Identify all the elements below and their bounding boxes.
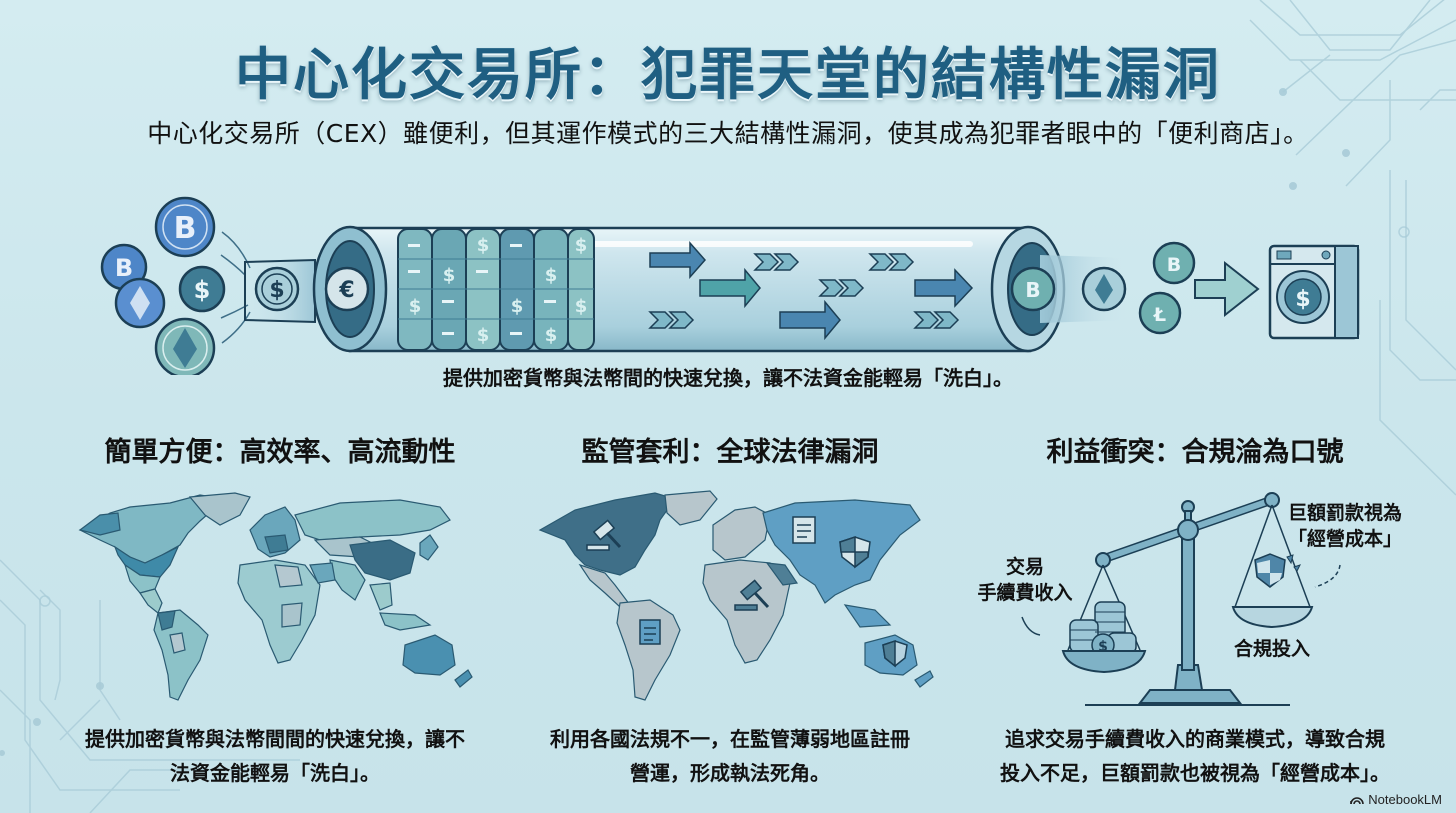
label-line: 手續費收入 — [977, 582, 1073, 604]
dollar-icon: $ — [254, 266, 300, 312]
bitcoin-icon: B — [1152, 241, 1196, 285]
litecoin-icon: Ł — [1138, 291, 1182, 335]
text-line: 提供加密貨幣與法幣間間的快速兌換，讓不 — [85, 727, 465, 751]
text-line: 追求交易手續費收入的商業模式，導致合規 — [1005, 727, 1385, 751]
heading-regulatory-arbitrage: 監管套利：全球法律漏洞 — [581, 437, 879, 468]
svg-text:$: $ — [1295, 287, 1310, 312]
svg-text:$: $ — [575, 296, 588, 317]
gavel-icon — [586, 519, 622, 551]
label-line: 巨額罰款視為 — [1287, 502, 1402, 524]
svg-text:$: $ — [443, 265, 456, 286]
svg-text:$: $ — [545, 265, 558, 286]
svg-text:B: B — [1167, 254, 1181, 276]
shield-icon — [839, 535, 871, 569]
svg-text:B: B — [115, 254, 133, 282]
balance-scale-illustration: $ — [1021, 492, 1341, 706]
laundering-pipeline-illustration: B B $ $ € € — [100, 196, 1360, 375]
text-line: 利用各國法規不一，在監管薄弱地區註冊 — [550, 727, 910, 751]
shield-icon — [882, 639, 908, 668]
notebooklm-brand: NotebookLM — [1350, 792, 1442, 807]
text-line: 法資金能輕易「洗白」。 — [170, 761, 380, 785]
broken-shield-icon — [1254, 553, 1301, 588]
washing-machine-icon: $ — [1268, 244, 1360, 340]
ethereum-icon — [154, 317, 216, 375]
svg-text:$: $ — [194, 276, 211, 304]
brand-label: NotebookLM — [1368, 792, 1442, 807]
svg-text:$: $ — [477, 235, 490, 256]
svg-text:Ł: Ł — [1153, 304, 1166, 326]
label-line: 交易 — [1005, 556, 1044, 578]
text-convenience: 提供加密貨幣與法幣間間的快速兌換，讓不 法資金能輕易「洗白」。 — [40, 722, 510, 790]
document-icon — [639, 619, 661, 645]
pipeline-caption: 提供加密貨幣與法幣間的快速兌換，讓不法資金能輕易「洗白」。 — [443, 366, 1013, 390]
svg-text:$: $ — [545, 325, 558, 346]
label-compliance-investment: 合規投入 — [1233, 638, 1310, 660]
notebooklm-logo-icon — [1350, 797, 1365, 805]
svg-text:$: $ — [1098, 639, 1108, 655]
text-conflict-of-interest: 追求交易手續費收入的商業模式，導致合規 投入不足，巨額罰款也被視為「經營成本」。 — [950, 722, 1440, 790]
dollar-icon: $ — [178, 265, 226, 313]
heading-convenience: 簡單方便：高效率、高流動性 — [104, 437, 456, 468]
label-fee-revenue: 交易 手續費收入 — [965, 554, 1085, 606]
heading-conflict-of-interest: 利益衝突：合規淪為口號 — [1046, 437, 1344, 468]
label-fines-as-cost: 巨額罰款視為 「經營成本」 — [1285, 500, 1405, 552]
text-regulatory-arbitrage: 利用各國法規不一，在監管薄弱地區註冊 營運，形成執法死角。 — [495, 722, 965, 790]
bitcoin-icon: B — [154, 196, 216, 258]
flow-arrows — [648, 241, 974, 341]
svg-text:$: $ — [575, 235, 588, 256]
ethereum-icon — [114, 277, 166, 329]
svg-text:€: € — [338, 278, 354, 303]
page-subtitle: 中心化交易所（CEX）雖便利，但其運作模式的三大結構性漏洞，使其成為犯罪者眼中的… — [147, 119, 1309, 148]
document-icon — [792, 516, 816, 544]
label-line: 「經營成本」 — [1287, 528, 1402, 550]
text-line: 營運，形成執法死角。 — [630, 761, 830, 785]
bitcoin-icon: B — [1010, 266, 1056, 312]
gavel-icon — [734, 579, 770, 611]
currency-ring-lock: $ $ $ $ $ $ $ $ $ — [397, 228, 595, 351]
svg-text:$: $ — [269, 278, 284, 303]
world-map-regulation — [538, 490, 934, 701]
text-line: 投入不足，巨額罰款也被視為「經營成本」。 — [1000, 761, 1390, 785]
world-map-choropleth — [78, 492, 473, 701]
svg-text:B: B — [174, 211, 197, 246]
svg-text:$: $ — [511, 296, 524, 317]
ethereum-icon — [1081, 266, 1127, 312]
svg-text:$: $ — [477, 325, 490, 346]
page-title: 中心化交易所：犯罪天堂的結構性漏洞 — [235, 43, 1221, 108]
svg-text:$: $ — [409, 296, 422, 317]
svg-text:B: B — [1025, 278, 1040, 302]
